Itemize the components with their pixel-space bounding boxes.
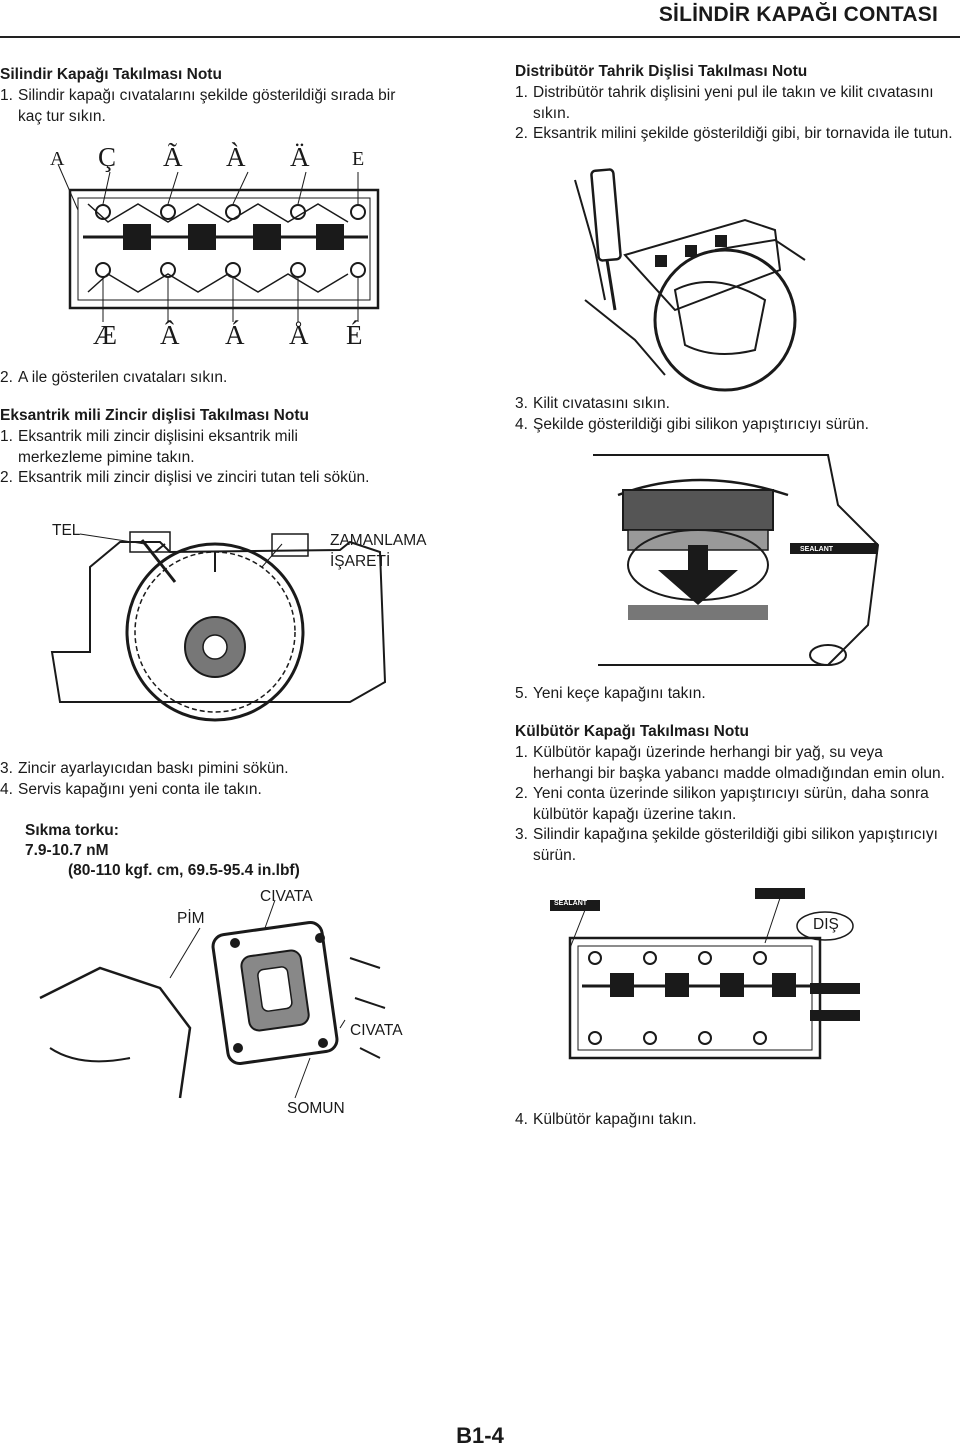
item-number: 2.	[515, 125, 528, 142]
list-item: 2. Yeni conta üzerinde silikon yapıştırı…	[515, 784, 945, 825]
fig-label: Â	[160, 320, 180, 350]
list-item: 1. Silindir kapağı cıvatalarını şekilde …	[0, 86, 400, 127]
item-text: Silindir kapağı cıvatalarını şekilde gös…	[18, 87, 396, 125]
fig-label-nut: SOMUN	[287, 1100, 345, 1117]
item-text: Zincir ayarlayıcıdan baskı pimini sökün.	[18, 760, 289, 777]
tensioner-section: 3. Zincir ayarlayıcıdan baskı pimini sök…	[0, 759, 400, 800]
list-item: 3. Silindir kapağına şekilde gösterildiğ…	[515, 825, 945, 866]
oil-seal-figure	[593, 454, 880, 666]
sealant-tube-label: SEALANT	[800, 546, 834, 553]
fig-label: Ä	[290, 142, 310, 172]
item-number: 5.	[515, 685, 528, 702]
list-item: 4. Servis kapağını yeni conta ile takın.	[0, 780, 400, 801]
list-item: 4. Külbütör kapağını takın.	[515, 1110, 955, 1131]
item-text: Külbütör kapağını takın.	[533, 1111, 697, 1128]
section-heading: Distribütör Tahrik Dişlisi Takılması Not…	[515, 63, 808, 80]
cylinder-head-bolt-figure	[57, 163, 380, 322]
item-text: Eksantrik mili zincir dişlisi ve zinciri…	[18, 469, 370, 486]
item-text: Silindir kapağına şekilde gösterildiği g…	[533, 826, 938, 864]
item-number: 2.	[0, 369, 13, 386]
rocker-cover-section: Külbütör Kapağı Takılması Notu 1. Külbüt…	[515, 723, 945, 866]
item-text: Distribütör tahrik dişlisini yeni pul il…	[533, 84, 934, 122]
service-cover-figure	[39, 899, 386, 1099]
fig-label-bolt: CIVATA	[260, 888, 313, 905]
header-rule	[0, 36, 960, 38]
fig-label-bolt: CIVATA	[350, 1022, 403, 1039]
item-number: 3.	[515, 826, 528, 843]
list-item: 3. Kilit cıvatasını sıkın.	[515, 394, 955, 415]
list-item: 1. Eksantrik mili zincir dişlisini eksan…	[0, 427, 380, 468]
item-text: A ile gösterilen cıvataları sıkın.	[18, 369, 228, 386]
fig-label-timing-mark: İŞARETİ	[330, 553, 391, 570]
torque-label: Sıkma torku:	[25, 822, 119, 839]
screwdriver-figure	[574, 168, 806, 392]
section-heading: Silindir Kapağı Takılması Notu	[0, 66, 222, 83]
item-number: 1.	[0, 428, 13, 445]
torque-value: 7.9-10.7 nM	[25, 842, 109, 859]
torque-alt: (80-110 kgf. cm, 69.5-95.4 in.lbf)	[68, 862, 300, 879]
item-text: Kilit cıvatasını sıkın.	[533, 395, 670, 412]
item-text: Külbütör kapağı üzerinde herhangi bir ya…	[533, 744, 945, 782]
section-heading: Külbütör Kapağı Takılması Notu	[515, 723, 749, 740]
fig-label: Æ	[93, 320, 118, 350]
list-item: 1. Külbütör kapağı üzerinde herhangi bir…	[515, 743, 945, 784]
fig-label-pin: PİM	[177, 910, 205, 927]
item-number: 1.	[515, 744, 528, 761]
item-text: Şekilde gösterildiği gibi silikon yapışt…	[533, 415, 869, 433]
item-text: Eksantrik milini şekilde gösterildiği gi…	[533, 125, 953, 142]
list-item: 1. Distribütör tahrik dişlisini yeni pul…	[515, 83, 955, 124]
fig-label: Å	[289, 320, 309, 350]
sealant-tube-label: SEALANT	[554, 900, 588, 907]
cylinder-head-section: Silindir Kapağı Takılması Notu 1. Silind…	[0, 66, 400, 127]
item-number: 3.	[0, 760, 13, 777]
item-text: Yeni keçe kapağını takın.	[533, 685, 706, 702]
list-item: 5. Yeni keçe kapağını takın.	[515, 684, 955, 705]
fig-label: A	[50, 148, 65, 170]
fig-label: Ã	[163, 142, 183, 172]
sealant-section: 3. Kilit cıvatasını sıkın. 4. Şekilde gö…	[515, 394, 955, 435]
item-number: 1.	[515, 84, 528, 101]
item-number: 4.	[515, 1111, 528, 1128]
item-number: 1.	[0, 87, 13, 104]
camshaft-sprocket-section: Eksantrik mili Zincir dişlisi Takılması …	[0, 407, 380, 489]
camshaft-sprocket-figure	[50, 531, 387, 722]
item-number: 3.	[515, 395, 528, 412]
fig-label-outside: DIŞ	[813, 916, 839, 933]
item-number: 4.	[515, 415, 528, 433]
page-number: B1-4	[456, 1423, 504, 1448]
fig-label: À	[226, 142, 246, 172]
page-title: SİLİNDİR KAPAĞI CONTASI	[658, 3, 938, 26]
distributor-gear-section: Distribütör Tahrik Dişlisi Takılması Not…	[515, 63, 955, 145]
item-text: Servis kapağını yeni conta ile takın.	[18, 780, 262, 798]
list-item: 4. Şekilde gösterildiği gibi silikon yap…	[515, 415, 955, 436]
fig-label-timing: ZAMANLAMA	[330, 532, 427, 549]
fig-label: Á	[225, 320, 245, 350]
fig-label: E	[352, 148, 365, 170]
section-heading: Eksantrik mili Zincir dişlisi Takılması …	[0, 407, 309, 424]
fig-label-tel: TEL	[52, 522, 81, 539]
list-item: 2. Eksantrik mili zincir dişlisi ve zinc…	[0, 468, 380, 489]
rocker-cover-sealant-figure	[550, 888, 860, 1060]
fig-label: Ç	[98, 142, 117, 172]
list-item: 2. Eksantrik milini şekilde gösterildiği…	[515, 124, 955, 145]
fig-label: É	[346, 320, 363, 350]
list-item: 3. Zincir ayarlayıcıdan baskı pimini sök…	[0, 759, 400, 780]
list-item: 2. A ile gösterilen cıvataları sıkın.	[0, 368, 400, 389]
item-number: 2.	[515, 785, 528, 802]
item-text: Eksantrik mili zincir dişlisini eksantri…	[18, 428, 298, 466]
item-text: Yeni conta üzerinde silikon yapıştırıcıy…	[533, 785, 929, 823]
item-number: 2.	[0, 469, 13, 486]
item-number: 4.	[0, 780, 13, 798]
